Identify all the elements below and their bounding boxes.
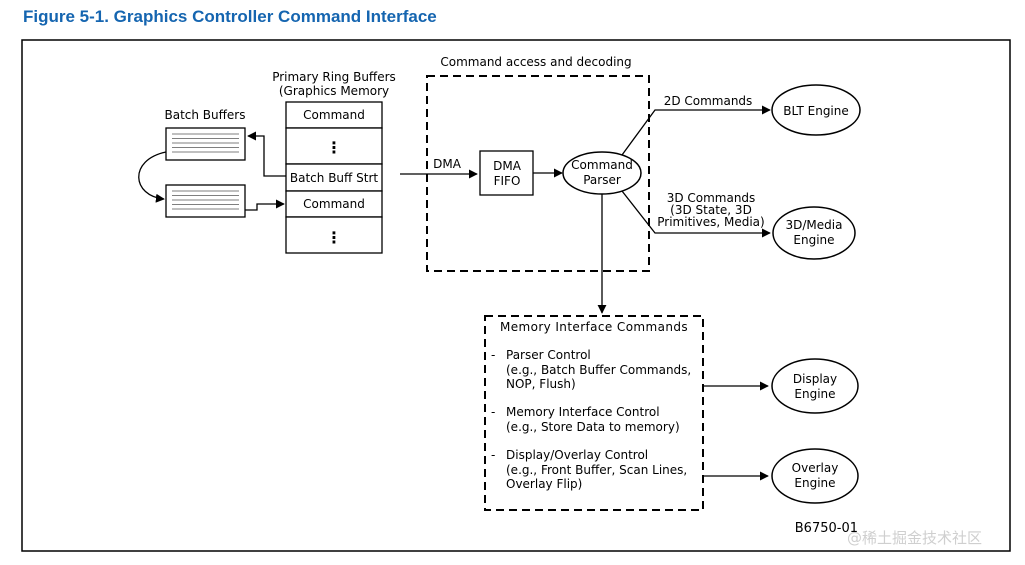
decode-region [426, 75, 650, 272]
blt-engine-label: BLT Engine [783, 104, 849, 118]
ring-cell-command-1 [285, 101, 383, 129]
ring-cell-label-ellipsis-2: ⋮ [326, 228, 342, 247]
batch-buffer-1 [165, 127, 246, 161]
ring-cell-ellipsis-2 [285, 216, 383, 254]
memory-heading: Memory Interface Commands [500, 320, 688, 334]
blt-engine-node [771, 84, 861, 136]
ring-heading-line1: Primary Ring Buffers [272, 70, 396, 84]
dma-fifo-box [479, 150, 534, 196]
ring-cell-ellipsis-1 [285, 127, 383, 165]
overlay-engine-line1: Overlay [792, 461, 839, 475]
dma-fifo-line2: FIFO [494, 174, 521, 188]
figure-id-label: B6750-01 [795, 521, 858, 536]
command-parser-line2: Parser [583, 173, 621, 187]
figure-frame [21, 39, 1011, 552]
memory-item-3-dash: - [491, 448, 495, 462]
ring-cell-label-batch-buff-strt: Batch Buff Strt [290, 171, 378, 185]
dma-fifo-line1: DMA [493, 159, 522, 173]
label-3d-commands-line1: 3D Commands [667, 191, 756, 205]
memory-item-1-detail-1: (e.g., Batch Buffer Commands, [506, 363, 691, 377]
parser-to-3d-media-arrow [621, 190, 771, 238]
memory-item-3-detail-2: Overlay Flip) [506, 477, 582, 491]
memory-item-2-detail-1: (e.g., Store Data to memory) [506, 420, 680, 434]
ring-heading-line2: (Graphics Memory [279, 84, 389, 98]
memory-item-2-title: Memory Interface Control [506, 405, 660, 419]
display-engine-line2: Engine [794, 387, 835, 401]
label-3d-commands-line3: Primitives, Media) [657, 215, 764, 229]
3d-media-engine-line1: 3D/Media [786, 218, 843, 232]
watermark-text: @稀土掘金技术社区 [847, 529, 983, 547]
command-parser-line1: Command [571, 158, 633, 172]
3d-media-engine-line2: Engine [793, 233, 834, 247]
memory-item-1-detail-2: NOP, Flush) [506, 377, 576, 391]
ring-cell-label-command-2: Command [303, 197, 365, 211]
decode-heading: Command access and decoding [440, 55, 631, 69]
overlay-engine-node [771, 448, 859, 504]
memory-interface-region [484, 315, 704, 511]
batch-return-arrow [245, 199, 285, 211]
ring-cell-batch-buff-strt [285, 163, 383, 192]
label-2d-commands: 2D Commands [664, 94, 753, 108]
memory-item-1-dash: - [491, 348, 495, 362]
display-engine-node [771, 358, 859, 414]
ring-cell-label-command-1: Command [303, 108, 365, 122]
memory-item-3-detail-1: (e.g., Front Buffer, Scan Lines, [506, 463, 687, 477]
label-3d-commands-line2: (3D State, 3D [670, 203, 752, 217]
batch-buff-strt-to-batch-arrow [247, 131, 286, 177]
figure-title: Figure 5-1. Graphics Controller Command … [23, 7, 437, 26]
ring-buffer-stack [285, 101, 383, 254]
overlay-engine-line2: Engine [794, 476, 835, 490]
dma-label: DMA [433, 157, 462, 171]
3d-media-engine-node [772, 206, 856, 260]
batch-heading: Batch Buffers [165, 108, 246, 122]
display-engine-line1: Display [793, 372, 837, 386]
batch-chain-arrow [138, 151, 167, 203]
batch-buffer-2 [165, 184, 246, 218]
parser-to-blt-arrow [621, 105, 771, 156]
ring-cell-label-ellipsis-1: ⋮ [326, 138, 342, 157]
memory-item-2-dash: - [491, 405, 495, 419]
memory-item-3-title: Display/Overlay Control [506, 448, 648, 462]
memory-item-1-title: Parser Control [506, 348, 591, 362]
